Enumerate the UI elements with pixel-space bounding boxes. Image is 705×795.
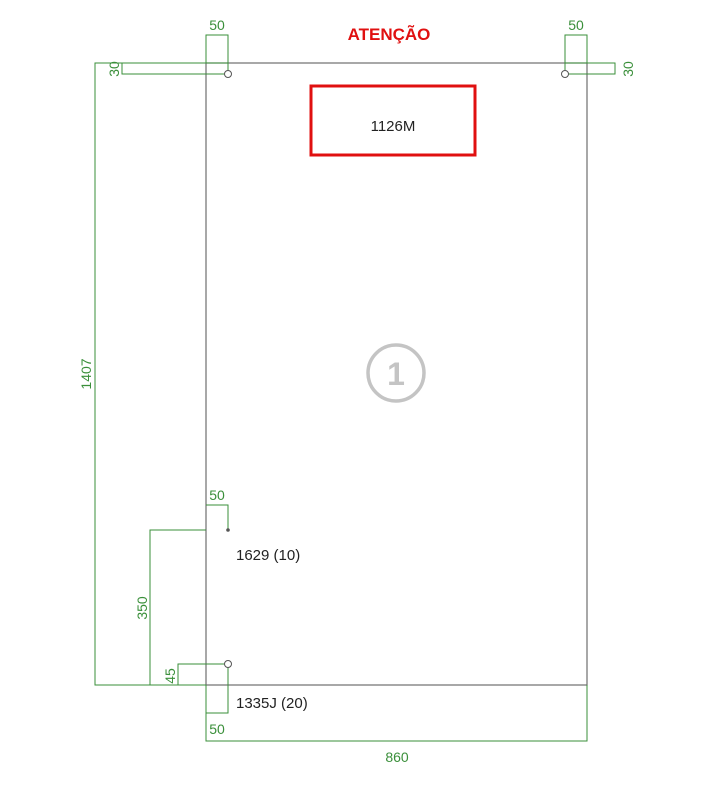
width-label: 860: [385, 749, 409, 765]
bottom-spacing-line: [149, 529, 206, 685]
warning-box: [309, 84, 477, 157]
bottom-hole-offset-label: 50: [209, 721, 225, 737]
mid-hole-label: 1629 (10): [236, 547, 300, 564]
part-number-circle: [366, 343, 426, 403]
top-left-hole: [224, 70, 232, 78]
bottom-depth-label: 45: [162, 668, 178, 684]
bottom-hole: [224, 660, 232, 668]
warning-code: 1126M: [371, 118, 416, 135]
warning-title: ATENÇÃO: [348, 24, 431, 44]
top-left-offset-label: 50: [209, 17, 225, 33]
height-label: 1407: [78, 358, 94, 389]
top-left-depth-line: [121, 62, 228, 75]
panel-outline: [205, 62, 588, 686]
top-right-offset-label: 50: [568, 17, 584, 33]
top-left-depth-label: 30: [106, 61, 122, 77]
top-right-hole: [561, 70, 569, 78]
width-line: [205, 685, 588, 742]
part-number: 1: [387, 356, 405, 392]
top-right-offset-line: [564, 34, 588, 74]
bottom-hole-label: 1335J (20): [236, 695, 308, 712]
mid-hole: [226, 528, 230, 532]
mid-hole-offset-label: 50: [209, 487, 225, 503]
mid-hole-offset-line: [206, 504, 229, 530]
top-right-depth-line: [565, 62, 616, 75]
bottom-hole-offset-line: [205, 664, 229, 714]
bottom-depth-line: [177, 663, 228, 685]
top-left-offset-line: [205, 34, 229, 74]
top-right-depth-label: 30: [620, 61, 636, 77]
bottom-spacing-label: 350: [134, 596, 150, 620]
